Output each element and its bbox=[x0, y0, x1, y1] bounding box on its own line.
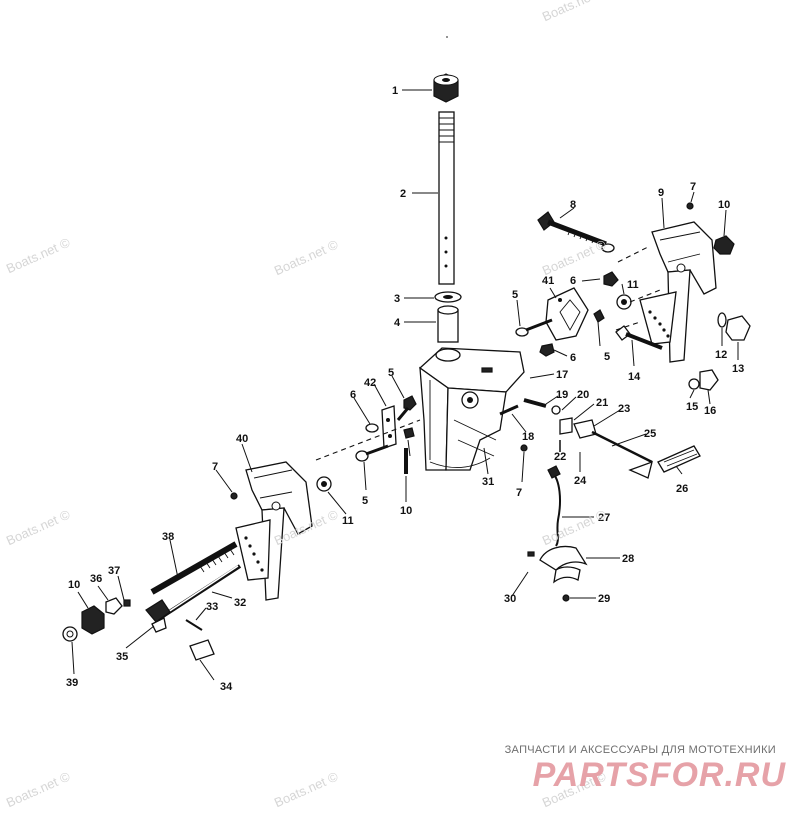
svg-text:5: 5 bbox=[604, 351, 610, 363]
svg-text:24: 24 bbox=[574, 475, 587, 487]
svg-text:41: 41 bbox=[542, 275, 554, 287]
part-bolt-5a bbox=[515, 318, 553, 337]
part-washer-3 bbox=[434, 291, 462, 303]
svg-text:4: 4 bbox=[394, 317, 401, 329]
svg-text:10: 10 bbox=[68, 579, 80, 591]
svg-text:32: 32 bbox=[234, 597, 246, 609]
part-clamp-bracket-9 bbox=[639, 221, 717, 363]
svg-text:27: 27 bbox=[598, 512, 610, 524]
site-caption: ЗАПЧАСТИ И АКСЕССУАРЫ ДЛЯ МОТОТЕХНИКИ bbox=[504, 744, 776, 756]
svg-text:34: 34 bbox=[220, 681, 233, 693]
svg-text:6: 6 bbox=[570, 352, 576, 364]
part-plate-41 bbox=[545, 287, 589, 341]
svg-text:22: 22 bbox=[554, 451, 566, 463]
part-clamp-28 bbox=[527, 545, 588, 584]
svg-text:23: 23 bbox=[618, 403, 630, 415]
svg-text:31: 31 bbox=[482, 476, 494, 488]
part-clamp-bracket-40 bbox=[235, 461, 313, 601]
part-nut-1 bbox=[433, 73, 459, 103]
svg-text:30: 30 bbox=[504, 593, 516, 605]
svg-text:38: 38 bbox=[162, 531, 174, 543]
part-swivel-bracket bbox=[418, 347, 525, 471]
svg-text:21: 21 bbox=[596, 397, 608, 409]
svg-text:5: 5 bbox=[362, 495, 368, 507]
svg-text:6: 6 bbox=[570, 275, 576, 287]
svg-text:3: 3 bbox=[394, 293, 400, 305]
site-logo[interactable]: PARTSFOR.RU bbox=[532, 756, 786, 794]
svg-text:18: 18 bbox=[522, 431, 534, 443]
svg-text:2: 2 bbox=[400, 188, 406, 200]
svg-text:11: 11 bbox=[627, 279, 639, 291]
part-bushing-4 bbox=[437, 305, 459, 343]
svg-text:25: 25 bbox=[644, 428, 656, 440]
svg-text:37: 37 bbox=[108, 565, 120, 577]
svg-text:39: 39 bbox=[66, 677, 78, 689]
svg-text:33: 33 bbox=[206, 601, 218, 613]
svg-text:10: 10 bbox=[400, 505, 412, 517]
svg-text:17: 17 bbox=[556, 369, 568, 381]
svg-text:11: 11 bbox=[342, 515, 354, 527]
svg-text:7: 7 bbox=[690, 181, 696, 193]
svg-text:26: 26 bbox=[676, 483, 688, 495]
svg-text:14: 14 bbox=[628, 371, 641, 383]
callout-numbers: 1 2 3 4 5 5 5 5 6 6 6 7 7 7 8 9 10 10 10… bbox=[66, 85, 744, 693]
svg-text:5: 5 bbox=[388, 367, 394, 379]
svg-text:28: 28 bbox=[622, 553, 634, 565]
svg-text:42: 42 bbox=[364, 377, 376, 389]
svg-text:15: 15 bbox=[686, 401, 698, 413]
svg-text:13: 13 bbox=[732, 363, 744, 375]
svg-text:16: 16 bbox=[704, 405, 716, 417]
svg-text:29: 29 bbox=[598, 593, 610, 605]
part-bolt-14 bbox=[615, 325, 663, 350]
leader-lines bbox=[71, 89, 739, 681]
svg-text:6: 6 bbox=[350, 389, 356, 401]
svg-text:36: 36 bbox=[90, 573, 102, 585]
svg-text:5: 5 bbox=[512, 289, 518, 301]
svg-text:10: 10 bbox=[718, 199, 730, 211]
part-swivel-35 bbox=[145, 599, 171, 633]
svg-text:35: 35 bbox=[116, 651, 128, 663]
part-bolt-8 bbox=[537, 211, 607, 247]
svg-text:12: 12 bbox=[715, 349, 727, 361]
svg-text:20: 20 bbox=[577, 389, 589, 401]
svg-text:9: 9 bbox=[658, 187, 664, 199]
svg-text:8: 8 bbox=[570, 199, 576, 211]
svg-text:7: 7 bbox=[212, 461, 218, 473]
svg-text:7: 7 bbox=[516, 487, 522, 499]
svg-text:40: 40 bbox=[236, 433, 248, 445]
part-pad-34 bbox=[189, 639, 215, 661]
part-lever-23-25 bbox=[573, 419, 653, 479]
part-rod-2 bbox=[438, 36, 455, 285]
part-screw-38 bbox=[150, 541, 238, 595]
svg-text:1: 1 bbox=[392, 85, 398, 97]
part-bolt-5c bbox=[355, 444, 389, 462]
part-link-42 bbox=[381, 405, 397, 449]
svg-text:19: 19 bbox=[556, 389, 568, 401]
